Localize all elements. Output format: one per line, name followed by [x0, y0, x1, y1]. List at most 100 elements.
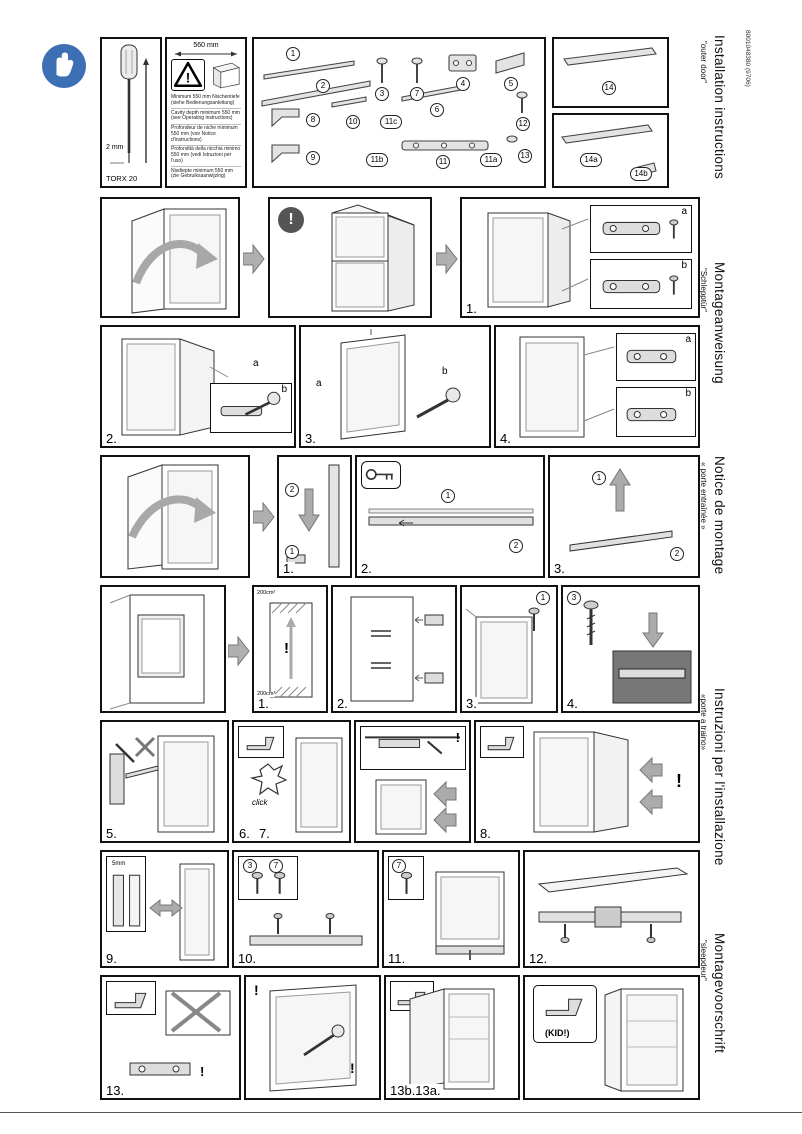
part-number: 5 — [504, 77, 518, 91]
hinge-detail-a: a — [590, 205, 692, 253]
detail-label-a: a — [684, 334, 692, 345]
part-number: 9 — [306, 151, 320, 165]
svg-text:!: ! — [186, 70, 190, 85]
built-in-overview-panel — [100, 585, 226, 713]
step-label: 5. — [105, 826, 118, 841]
alignment-panel: 2. — [331, 585, 457, 713]
fixing-screw-panel: 1 3. — [460, 585, 558, 713]
vent-area-label: 200cm² — [257, 590, 276, 597]
step-label: 4. — [566, 696, 579, 711]
cabinet-align-illustration — [350, 596, 444, 702]
step-label: 1. — [282, 561, 295, 576]
step-2-panel: b a 2. — [100, 325, 296, 448]
sidebar-title-fr: Notice de montage — [712, 456, 727, 575]
ref-number: 3 — [243, 859, 257, 873]
part-number: 8 — [306, 113, 320, 127]
ventilation-panel: 200cm² 200cm² ! 1. — [252, 585, 328, 713]
slide-rail-illustration — [286, 464, 340, 568]
step-label: 3. — [553, 561, 566, 576]
step-label: 9. — [105, 951, 118, 966]
part-number: 11 — [436, 155, 450, 169]
part-14-panel: 14 — [552, 37, 669, 108]
ceiling-fix-illustration — [365, 736, 460, 755]
gap-check-panel: 5mm 9. — [100, 850, 229, 968]
part-number: 13 — [518, 149, 532, 163]
sidebar-subtitle-en: "outer door" — [699, 41, 708, 84]
key-callout — [361, 461, 401, 489]
exclamation-mark: ! — [288, 211, 294, 228]
detail-label-a: a — [315, 378, 323, 389]
cabinet-warning-panel: ! — [268, 197, 432, 318]
sidebar-title-it: Instruzioni per l'installazione — [712, 688, 727, 866]
niche-width-label: 560 mm — [193, 42, 219, 49]
wrong-mount-illustration — [129, 990, 231, 1076]
door-swing-illustration — [131, 208, 227, 314]
screwdriver-illustration — [110, 44, 149, 164]
next-step-arrow-icon — [253, 501, 275, 533]
next-step-arrow-icon — [228, 635, 250, 667]
exclamation-mark: ! — [676, 771, 682, 791]
hang-door-illustration — [109, 735, 215, 833]
fridge-in-cabinet-illustration — [109, 594, 205, 710]
screw-rail-illustration — [583, 600, 692, 704]
open-door-illustration — [409, 988, 495, 1090]
bottom-rail-panel: 3 4. — [561, 585, 700, 713]
kid-lock-panel: (KID!) — [523, 975, 700, 1100]
part-number: 14b — [630, 167, 652, 181]
kid-lock-callout: (KID!) — [533, 985, 597, 1043]
rail-step-1-panel: 2 1 1. — [277, 455, 352, 578]
step-label: 12. — [528, 951, 549, 966]
handle-part-callout — [106, 981, 156, 1015]
step-label: 1. — [257, 696, 270, 711]
step-label: 13. — [105, 1083, 126, 1098]
ref-number: 2 — [670, 547, 684, 561]
finished-door-illustration — [604, 988, 684, 1092]
ref-number: 7 — [269, 859, 283, 873]
step-label: 3. — [465, 696, 478, 711]
sidebar-subtitle-fr: « porte entraînée » — [699, 462, 708, 530]
vent-niche-illustration — [269, 602, 313, 698]
step-label: 6. — [238, 826, 251, 841]
exclamation-mark: ! — [350, 1060, 355, 1076]
step-1-hinges-panel: a b 1. — [460, 197, 700, 318]
detail-label-b: b — [684, 388, 692, 399]
warning-sign: ! — [171, 58, 205, 91]
ref-number: 1 — [441, 489, 455, 503]
page-footer-rule — [0, 1112, 802, 1113]
slider-rail-panel: 12. — [523, 850, 700, 968]
step-label: 7. — [258, 826, 271, 841]
click-fit-illustration — [249, 737, 343, 833]
part-number: 6 — [430, 103, 444, 117]
next-step-arrow-icon — [436, 243, 458, 275]
remove-door-illustration — [340, 329, 461, 440]
step-label: 8. — [479, 826, 492, 841]
niche-note-en: Cavity depth minimum 550 mm (see Operati… — [171, 108, 241, 124]
tip-size-label: 2 mm — [106, 144, 124, 151]
ref-number: 3 — [567, 591, 581, 605]
next-step-arrow-icon — [243, 243, 265, 275]
detail-label-a: a — [680, 206, 688, 217]
step-8-panel: ! 8. — [474, 720, 700, 843]
vent-area-label: 200cm² — [257, 690, 276, 697]
step-3-panel: a b 3. — [299, 325, 491, 448]
rail-fix-panel: 3 7 10. — [232, 850, 379, 968]
step-label: 1. — [465, 301, 478, 316]
screw-icons — [251, 871, 286, 894]
part-14ab-panel: 14a 14b — [552, 113, 669, 188]
fix-fridge-illustration — [465, 607, 540, 704]
door-push-illustration — [375, 779, 457, 835]
dimension-arrow — [175, 51, 237, 57]
step-4-panel: a b 4. — [494, 325, 700, 448]
step-label: 4. — [499, 431, 512, 446]
part-14-illustration — [563, 47, 657, 66]
rail-adjust-illustration — [368, 508, 534, 527]
part-number: 4 — [456, 77, 470, 91]
unscrew-hinges-illustration — [121, 338, 229, 436]
bottom-rail-fix-illustration — [249, 913, 363, 946]
niche-note-nl: Nisdiepte minimum 550 mm (zie Gebruiksaa… — [171, 166, 241, 182]
parts-overview-panel: 1 2 3 7 4 5 8 10 11c 6 12 9 11b 11 11a 1… — [252, 37, 546, 188]
step-label: 11. — [387, 951, 407, 966]
ref-number: 2 — [285, 483, 299, 497]
handle-part-icon — [545, 998, 583, 1017]
screwdriver-icon — [220, 391, 281, 417]
